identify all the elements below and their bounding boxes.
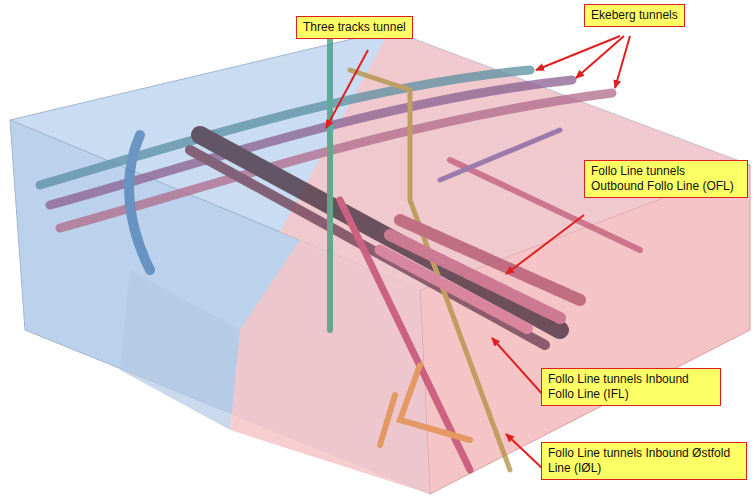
access-tunnel — [350, 70, 510, 470]
iol-tunnel — [380, 250, 530, 330]
leader-arrow — [576, 36, 624, 78]
callout-text: Three tracks tunnel — [303, 20, 406, 35]
shaft — [327, 40, 333, 330]
leader-arrow — [492, 338, 544, 396]
callout-text: Follo Line tunnels Inbound Follo Line (I… — [548, 372, 714, 402]
callout-box: Follo Line tunnels Outbound Follo Line (… — [584, 160, 748, 198]
callout-box: Follo Line tunnels Inbound Follo Line (I… — [541, 368, 721, 406]
callout-box: Ekeberg tunnels — [584, 4, 685, 27]
callout-text: Follo Line tunnels Outbound Follo Line (… — [591, 164, 741, 194]
leader-arrow — [326, 50, 368, 128]
leader-arrow — [506, 434, 544, 470]
tunnel — [440, 130, 560, 180]
access-tunnel — [380, 365, 470, 445]
three-tracks-tunnel — [200, 135, 560, 330]
leader-arrow — [506, 215, 584, 274]
leader-arrow — [536, 36, 620, 70]
section-plane — [230, 30, 750, 494]
section-fold — [120, 270, 240, 430]
callout-text: Follo Line tunnels Inbound Østfold Line … — [548, 446, 740, 476]
callout-box: Follo Line tunnels Inbound Østfold Line … — [541, 442, 747, 480]
leader-arrow — [615, 36, 630, 88]
callout-box: Three tracks tunnel — [296, 16, 413, 39]
tunnel — [129, 135, 150, 270]
callout-text: Ekeberg tunnels — [591, 8, 678, 23]
